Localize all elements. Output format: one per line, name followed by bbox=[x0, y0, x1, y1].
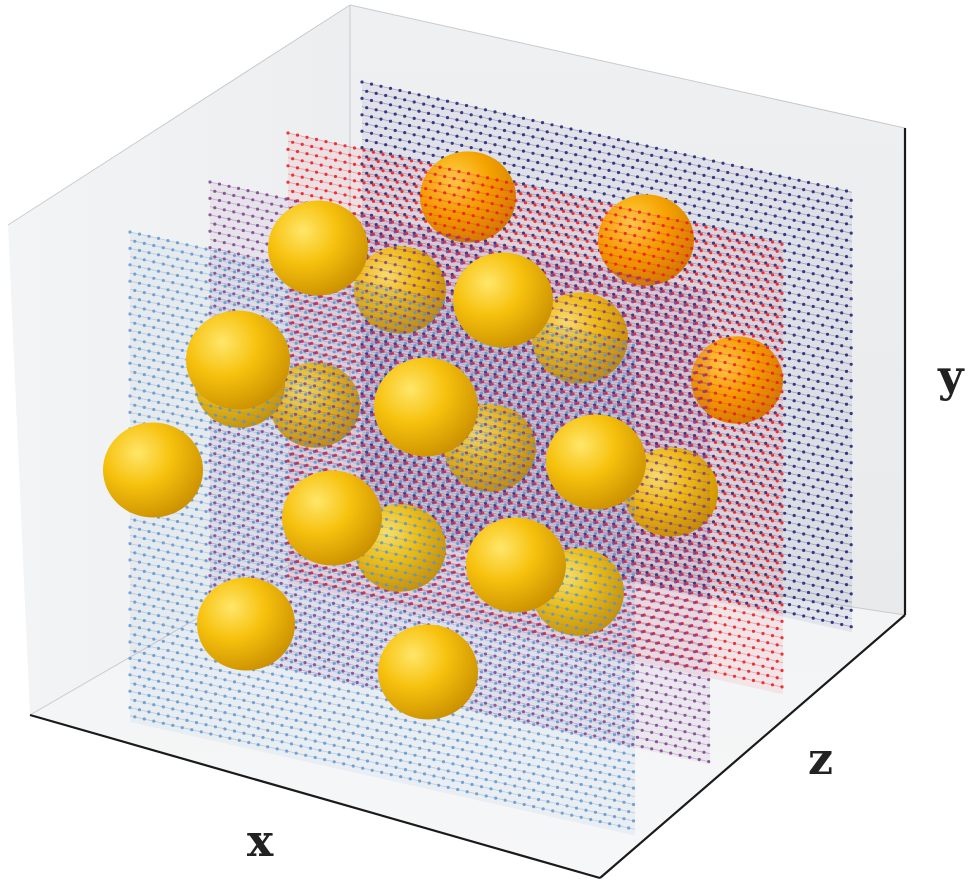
gold-sphere bbox=[378, 624, 478, 720]
y-axis-label: y bbox=[938, 351, 964, 402]
gold-sphere bbox=[374, 357, 478, 457]
gold-sphere bbox=[598, 194, 694, 286]
x-axis-line bbox=[29, 713, 601, 880]
left-pane bbox=[8, 5, 350, 715]
axis-frame bbox=[29, 128, 907, 880]
gold-sphere bbox=[691, 336, 783, 424]
gold-sphere bbox=[103, 422, 203, 518]
z-axis-label: z bbox=[808, 734, 833, 785]
gold-sphere bbox=[268, 200, 368, 296]
gold-sphere bbox=[197, 577, 295, 671]
gold-sphere bbox=[282, 470, 382, 566]
gold-sphere bbox=[453, 252, 553, 348]
gold-sphere bbox=[186, 310, 290, 410]
x-axis-label: x bbox=[247, 816, 274, 867]
gold-sphere bbox=[546, 414, 646, 510]
gold-sphere bbox=[466, 517, 566, 613]
z-axis-line bbox=[599, 614, 906, 879]
layer-stack bbox=[103, 80, 853, 836]
